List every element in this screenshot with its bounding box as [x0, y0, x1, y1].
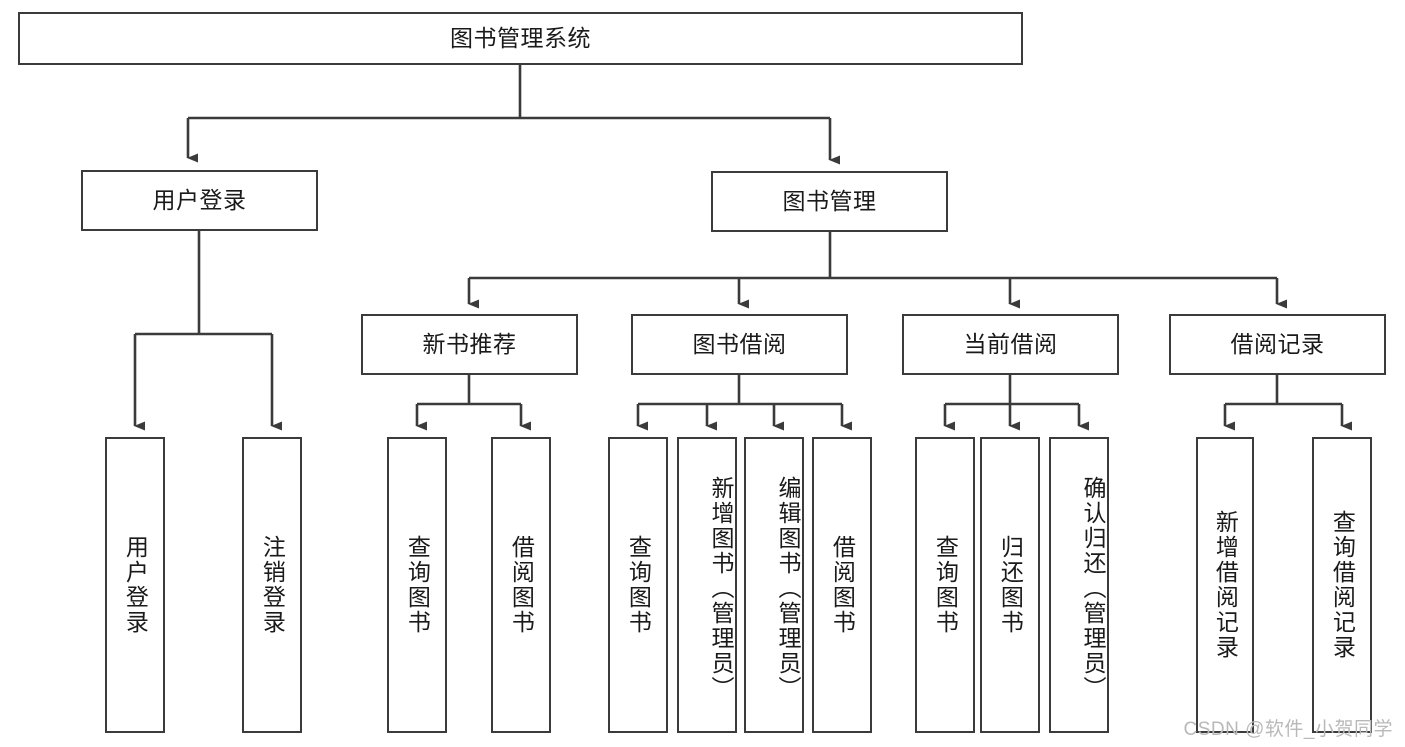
leaf-query-borrow-record[interactable]: 查询借阅记录: [1312, 437, 1372, 733]
leaf-query-book-current[interactable]: 查询图书: [915, 437, 975, 733]
node-user-login[interactable]: 用户登录: [81, 170, 318, 231]
node-root-system[interactable]: 图书管理系统: [18, 12, 1023, 65]
node-current-borrow[interactable]: 当前借阅: [902, 314, 1119, 375]
leaf-edit-book-admin[interactable]: 编辑图书（管理员）: [744, 437, 804, 733]
leaf-query-book-recommend[interactable]: 查询图书: [387, 437, 447, 733]
leaf-confirm-return-admin[interactable]: 确认归还（管理员）: [1049, 437, 1109, 733]
leaf-add-borrow-record[interactable]: 新增借阅记录: [1196, 437, 1254, 733]
node-borrow-record[interactable]: 借阅记录: [1169, 314, 1386, 375]
csdn-watermark: CSDN @软件_小贺同学: [1183, 719, 1393, 740]
leaf-logout-login[interactable]: 注销登录: [242, 437, 302, 733]
node-book-borrow[interactable]: 图书借阅: [631, 314, 848, 375]
leaf-return-book[interactable]: 归还图书: [980, 437, 1040, 733]
node-book-management[interactable]: 图书管理: [711, 171, 948, 232]
leaf-borrow-book-recommend[interactable]: 借阅图书: [491, 437, 551, 733]
leaf-borrow-book-borrow[interactable]: 借阅图书: [812, 437, 872, 733]
leaf-add-book-admin[interactable]: 新增图书（管理员）: [677, 437, 737, 733]
node-new-book-recommend[interactable]: 新书推荐: [361, 314, 578, 375]
leaf-user-login[interactable]: 用户登录: [105, 437, 165, 733]
leaf-query-book-borrow[interactable]: 查询图书: [608, 437, 668, 733]
